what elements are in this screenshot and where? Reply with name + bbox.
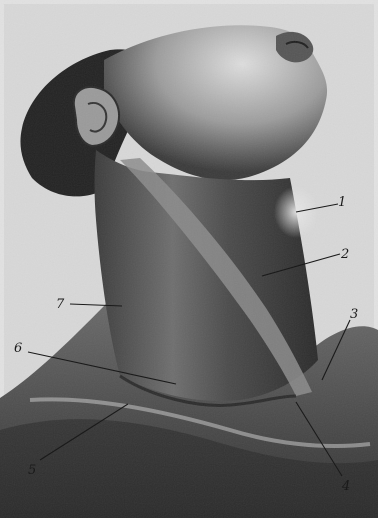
callout-label-7: 7: [56, 297, 65, 312]
callout-label-1: 1: [338, 195, 346, 210]
callout-label-4: 4: [341, 479, 350, 494]
callout-label-5: 5: [28, 463, 36, 478]
callout-label-3: 3: [350, 307, 358, 322]
callout-label-2: 2: [340, 247, 349, 262]
callout-label-6: 6: [14, 341, 22, 356]
